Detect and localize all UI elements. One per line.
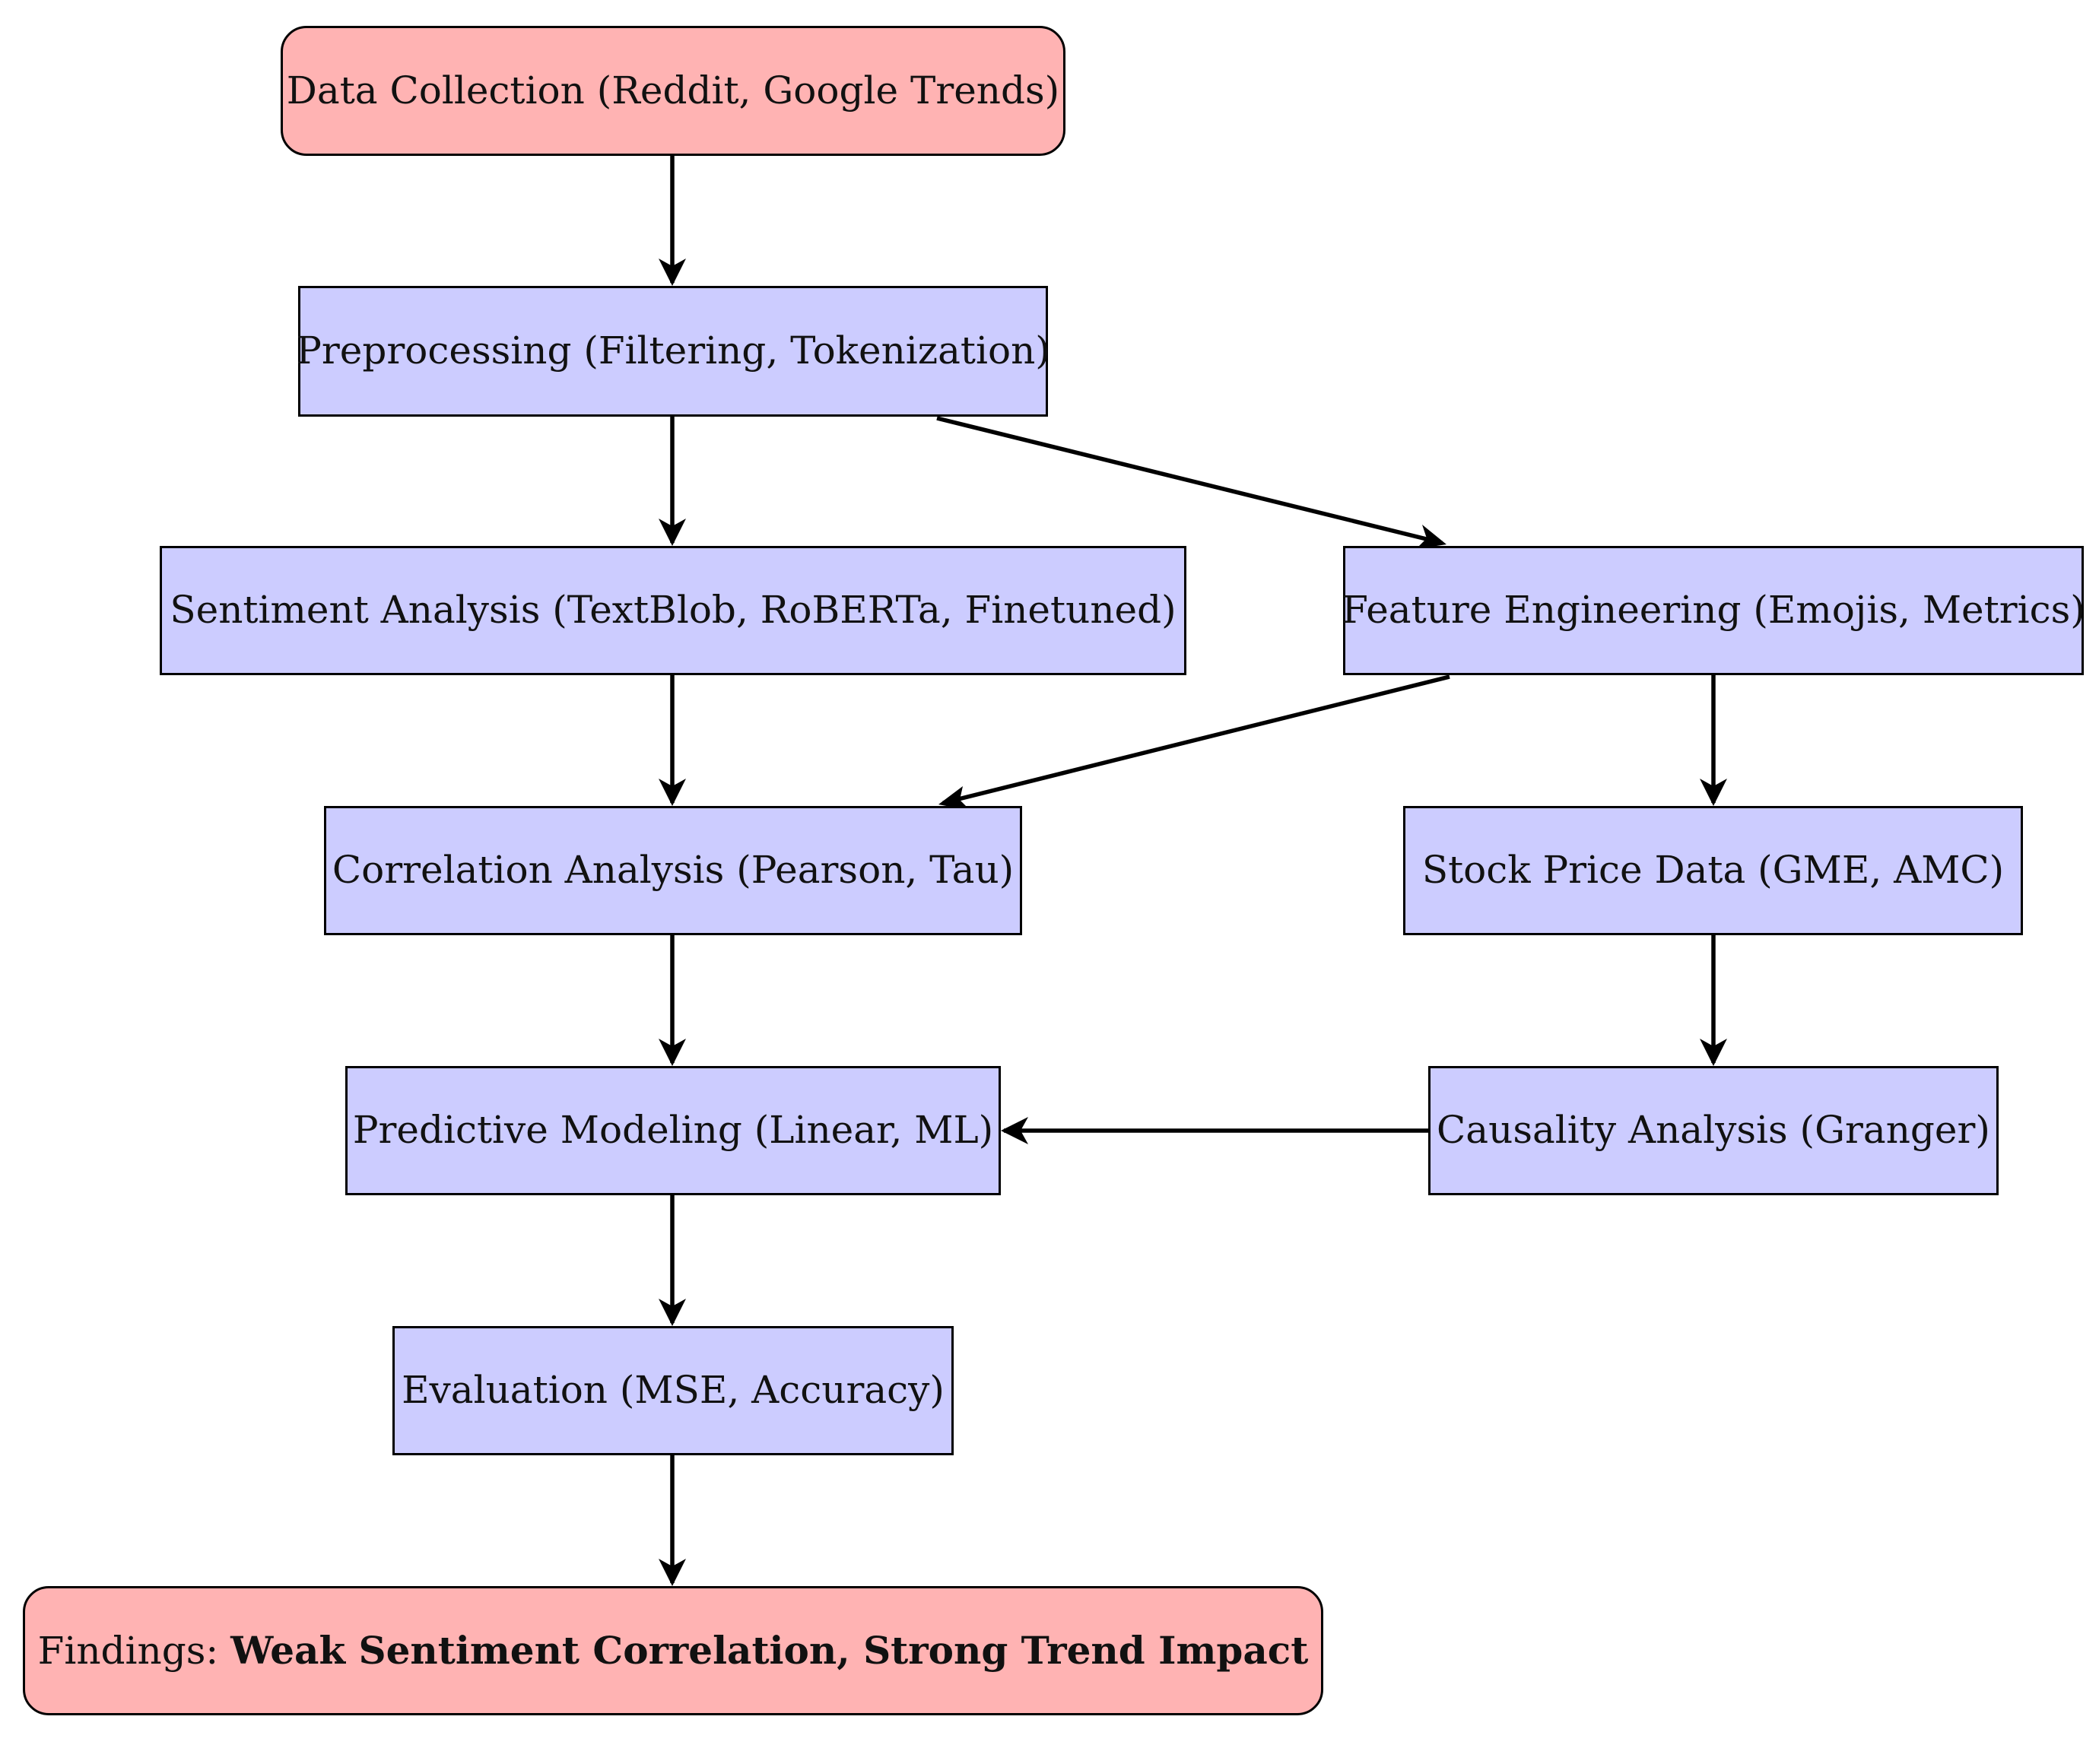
findings-prefix: Findings: [37, 1628, 231, 1673]
node-evaluation-label: Evaluation (MSE, Accuracy) [402, 1368, 945, 1413]
edge-evaluation-to-findings [659, 1455, 686, 1586]
edge-data-collection-to-preprocessing [659, 156, 686, 286]
node-feature-engineering-label: Feature Engineering (Emojis, Metrics) [1342, 588, 2085, 633]
edge-causality-analysis-to-predictive-modeling [1001, 1117, 1428, 1144]
edge-stock-price-data-to-causality-analysis [1700, 935, 1727, 1066]
node-causality-analysis-label: Causality Analysis (Granger) [1437, 1108, 1990, 1153]
edge-feature-engineering-to-correlation-analysis [938, 674, 1450, 811]
node-evaluation: Evaluation (MSE, Accuracy) [392, 1326, 954, 1455]
node-stock-price-data: Stock Price Data (GME, AMC) [1403, 806, 2023, 935]
edge-correlation-analysis-to-predictive-modeling [659, 935, 686, 1066]
node-findings-label: Findings: Weak Sentiment Correlation, St… [38, 1629, 1309, 1674]
node-stock-price-data-label: Stock Price Data (GME, AMC) [1421, 848, 2005, 893]
edge-preprocessing-to-sentiment-analysis [659, 417, 686, 546]
node-data-collection: Data Collection (Reddit, Google Trends) [281, 26, 1065, 156]
node-preprocessing-label: Preprocessing (Filtering, Tokenization) [296, 328, 1050, 373]
node-correlation-analysis-label: Correlation Analysis (Pearson, Tau) [332, 848, 1015, 893]
edge-predictive-modeling-to-evaluation [659, 1195, 686, 1326]
node-predictive-modeling-label: Predictive Modeling (Linear, ML) [352, 1108, 994, 1153]
edge-preprocessing-to-feature-engineering [936, 416, 1446, 549]
node-data-collection-label: Data Collection (Reddit, Google Trends) [286, 68, 1060, 113]
findings-bold-text: Weak Sentiment Correlation, Strong Trend… [230, 1627, 1309, 1673]
node-sentiment-analysis-label: Sentiment Analysis (TextBlob, RoBERTa, F… [170, 588, 1177, 633]
node-causality-analysis: Causality Analysis (Granger) [1428, 1066, 1999, 1195]
node-feature-engineering: Feature Engineering (Emojis, Metrics) [1342, 546, 2085, 675]
node-sentiment-analysis: Sentiment Analysis (TextBlob, RoBERTa, F… [160, 546, 1186, 675]
node-predictive-modeling: Predictive Modeling (Linear, ML) [345, 1066, 1001, 1195]
node-correlation-analysis: Correlation Analysis (Pearson, Tau) [324, 806, 1022, 935]
node-findings: Findings: Weak Sentiment Correlation, St… [23, 1586, 1323, 1715]
edge-feature-engineering-to-stock-price-data [1700, 675, 1727, 806]
node-preprocessing: Preprocessing (Filtering, Tokenization) [296, 286, 1050, 417]
edge-sentiment-analysis-to-correlation-analysis [659, 675, 686, 806]
